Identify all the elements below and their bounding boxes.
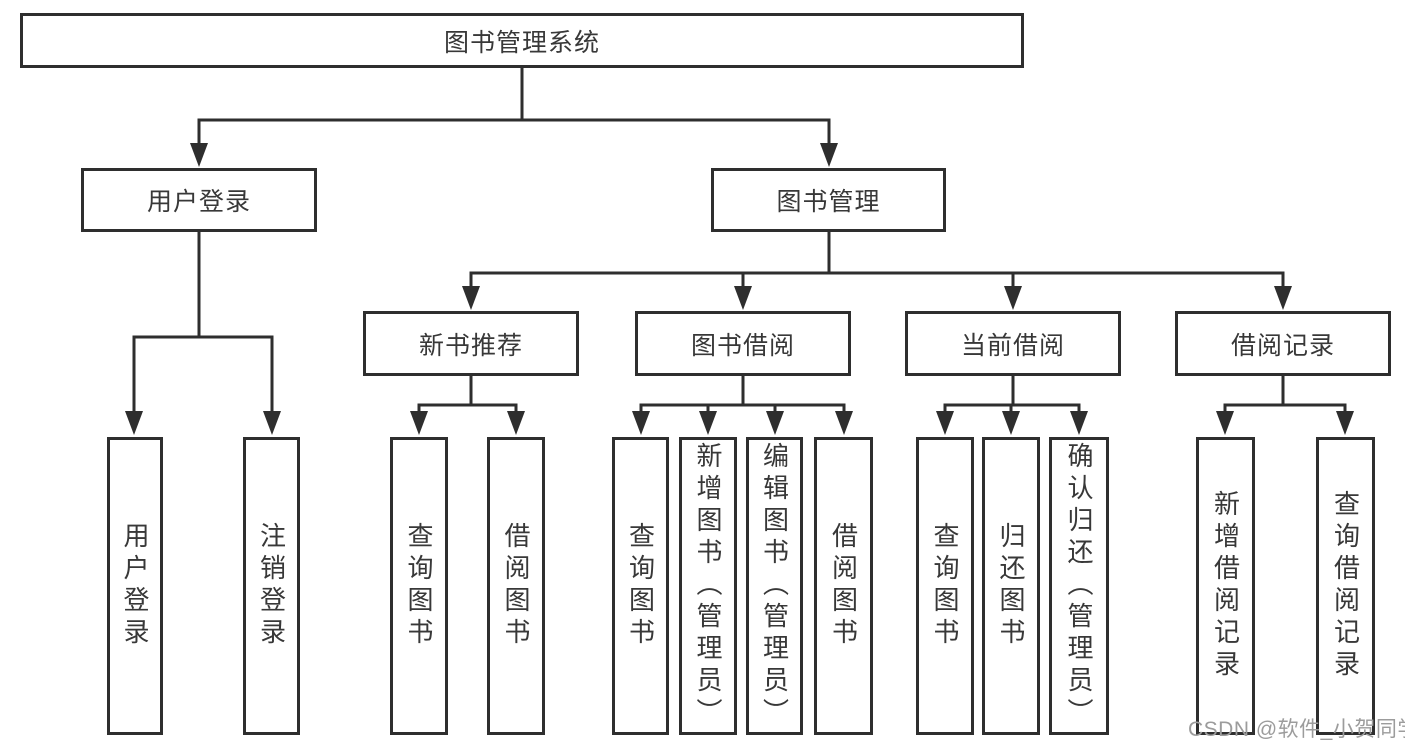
leaf-label: 借阅图书 — [501, 522, 531, 650]
arrow-down-icon — [1002, 411, 1020, 435]
arrow-down-icon — [1274, 286, 1292, 310]
leaf-query-books: 查询图书 — [612, 437, 669, 735]
leaf-add-books-admin: 新增图书（管理员） — [679, 437, 737, 735]
leaf-add-borrow-record: 新增借阅记录 — [1196, 437, 1255, 735]
arrow-down-icon — [263, 411, 281, 435]
node-label: 图书借阅 — [690, 331, 795, 360]
arrow-down-icon — [410, 411, 428, 435]
arrow-down-icon — [1216, 411, 1234, 435]
leaf-label: 查询图书 — [625, 522, 656, 650]
arrow-down-icon — [835, 411, 853, 435]
node-root-label: 图书管理系统 — [443, 28, 600, 57]
leaf-label: 借阅图书 — [828, 522, 859, 650]
leaf-user-login: 用户登录 — [107, 437, 163, 735]
node-root-system: 图书管理系统 — [20, 13, 1024, 68]
arrow-down-icon — [190, 143, 208, 167]
connector-user-login-to-leaves — [132, 232, 274, 413]
node-label: 新书推荐 — [418, 331, 523, 360]
node-borrowing-records: 借阅记录 — [1175, 311, 1391, 376]
connector-new-books-to-leaves — [417, 376, 518, 414]
leaf-label: 编辑图书（管理员） — [759, 442, 790, 730]
arrow-down-icon — [1336, 411, 1354, 435]
leaf-query-books: 查询图书 — [916, 437, 974, 735]
leaf-return-books: 归还图书 — [982, 437, 1040, 735]
csdn-watermark: CSDN @软件_小贺同学 — [1188, 718, 1405, 741]
arrow-down-icon — [820, 143, 838, 167]
connector-current-borrow-to-leaves — [943, 376, 1081, 414]
node-user-login: 用户登录 — [81, 168, 317, 232]
leaf-label: 用户登录 — [120, 522, 150, 650]
arrow-down-icon — [462, 286, 480, 310]
leaf-label: 注销登录 — [256, 522, 287, 650]
connector-root-to-level2 — [197, 68, 831, 145]
leaf-label: 查询图书 — [404, 522, 434, 650]
arrow-down-icon — [936, 411, 954, 435]
leaf-borrow-books: 借阅图书 — [487, 437, 545, 735]
connector-borrow-records-to-leaves — [1223, 376, 1347, 414]
node-label: 用户登录 — [146, 188, 251, 216]
leaf-query-borrow-record: 查询借阅记录 — [1316, 437, 1375, 735]
connector-book-mgmt-to-level3 — [469, 232, 1285, 288]
leaf-label: 查询图书 — [930, 522, 960, 650]
arrow-down-icon — [734, 286, 752, 310]
leaf-label: 查询借阅记录 — [1330, 490, 1361, 682]
node-current-borrowing: 当前借阅 — [905, 311, 1121, 376]
arrow-down-icon — [699, 411, 717, 435]
node-label: 借阅记录 — [1230, 331, 1335, 360]
arrow-down-icon — [507, 411, 525, 435]
arrow-down-icon — [125, 411, 143, 435]
leaf-confirm-return-admin: 确认归还（管理员） — [1049, 437, 1109, 735]
node-book-management: 图书管理 — [711, 168, 946, 232]
arrow-down-icon — [1004, 286, 1022, 310]
node-label: 当前借阅 — [960, 331, 1065, 360]
leaf-borrow-books: 借阅图书 — [814, 437, 873, 735]
arrow-down-icon — [632, 411, 650, 435]
leaf-label: 归还图书 — [996, 522, 1026, 650]
leaf-edit-books-admin: 编辑图书（管理员） — [746, 437, 803, 735]
connector-book-borrow-to-leaves — [639, 376, 846, 414]
leaf-query-books: 查询图书 — [390, 437, 448, 735]
node-label: 图书管理 — [776, 188, 881, 216]
leaf-label: 新增借阅记录 — [1210, 490, 1241, 682]
leaf-label: 新增图书（管理员） — [693, 442, 723, 730]
node-book-borrowing: 图书借阅 — [635, 311, 851, 376]
arrow-down-icon — [1070, 411, 1088, 435]
leaf-label: 确认归还（管理员） — [1064, 442, 1094, 730]
arrow-down-icon — [766, 411, 784, 435]
node-new-book-recommend: 新书推荐 — [363, 311, 579, 376]
leaf-logout: 注销登录 — [243, 437, 300, 735]
